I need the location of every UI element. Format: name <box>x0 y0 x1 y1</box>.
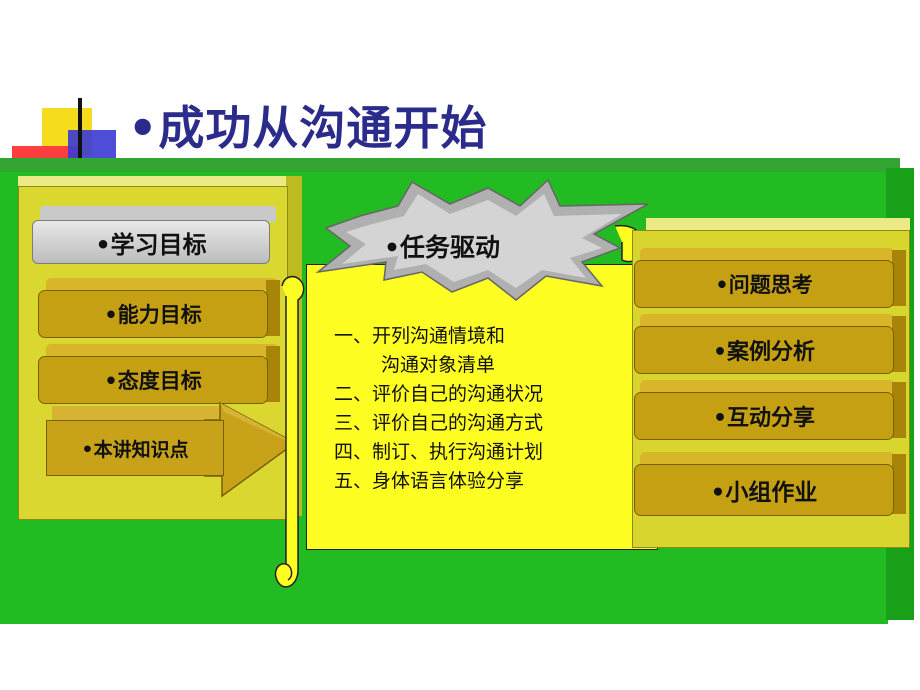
ability-goal-button[interactable]: •能力目标 <box>38 290 268 338</box>
decor-vertical-line <box>78 98 82 162</box>
interactive-sharing-button[interactable]: •互动分享 <box>634 392 894 440</box>
ability-goal-side <box>266 280 280 336</box>
task-driven-label[interactable]: •任务驱动 <box>384 233 500 262</box>
case-analysis-button[interactable]: •案例分析 <box>634 326 894 374</box>
question-thinking-button[interactable]: •问题思考 <box>634 260 894 308</box>
learning-goals-header-top <box>40 206 276 222</box>
attitude-goal-button[interactable]: •态度目标 <box>38 356 268 404</box>
learning-goals-header[interactable]: •学习目标 <box>32 220 270 264</box>
task-item: 沟通对象清单 <box>356 354 496 376</box>
question-thinking-side <box>892 250 906 306</box>
decor-blue-square <box>68 130 116 160</box>
task-list: 一、开列沟通情境和 沟通对象清单 二、评价自己的沟通状况 三、评价自己的沟通方式… <box>334 322 543 496</box>
knowledge-points-arrow-top <box>52 406 228 422</box>
ability-goal-top <box>46 278 278 290</box>
interactive-sharing-side <box>892 382 906 438</box>
group-work-button[interactable]: •小组作业 <box>634 464 894 516</box>
task-item: 四、制订、执行沟通计划 <box>334 441 544 463</box>
group-work-top <box>640 452 894 464</box>
attitude-goal-side <box>266 346 280 402</box>
group-work-side <box>892 454 906 514</box>
knowledge-points-button[interactable]: •本讲知识点 <box>46 420 224 476</box>
attitude-goal-top <box>46 344 278 356</box>
burst-shape <box>315 178 649 301</box>
task-item: 三、评价自己的沟通方式 <box>334 412 544 434</box>
question-thinking-top <box>640 248 894 260</box>
case-analysis-top <box>640 314 894 326</box>
right-panel-top-face <box>646 218 910 232</box>
slide-title: •成功从沟通开始 <box>128 101 488 155</box>
interactive-sharing-top <box>640 380 894 392</box>
task-item: 一、开列沟通情境和 <box>334 325 506 347</box>
case-analysis-side <box>892 316 906 372</box>
task-item: 二、评价自己的沟通状况 <box>334 383 544 405</box>
task-item: 五、身体语言体验分享 <box>334 470 525 492</box>
